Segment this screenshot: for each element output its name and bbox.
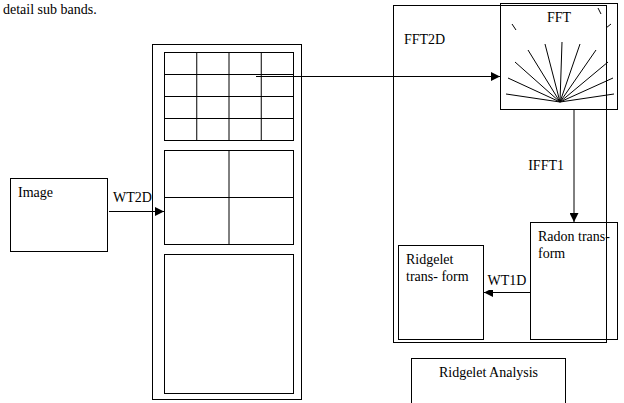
approximation-box [165,255,294,394]
node-text: Radon trans- form [538,229,610,263]
flow-arrow [574,110,575,222]
grid-lines [165,53,294,141]
edge-label: IFFT1 [526,158,566,175]
node-text: Ridgelet Analysis [419,365,558,382]
coarse-subband-box [165,151,294,245]
annotation-label: WT2D [113,190,152,207]
coarse-grid-lines [165,151,294,245]
detail-subband-grid [165,53,294,141]
connectors [484,110,574,293]
flow-arrow [484,292,530,293]
annotation-label: FFT2D [404,32,445,49]
node-text: Image [18,185,100,202]
wt2d-arrow [109,211,164,212]
node-text: Ridgelet trans- form [406,252,476,286]
fft-starburst [506,8,614,102]
radon-box: Radon trans- form [530,222,618,340]
fft2d-arrow [256,76,500,77]
image-box: Image [10,178,108,252]
wavelet-panel [153,45,302,400]
annotation-label: detail sub bands. [3,2,97,19]
analysis-box: Ridgelet Analysis [411,358,566,403]
node-text: FFT [508,10,610,27]
fft-box: FFT [500,3,618,110]
ridgelet-box: Ridgelet trans- form [398,245,484,340]
edge-label: WT1D [486,273,529,290]
